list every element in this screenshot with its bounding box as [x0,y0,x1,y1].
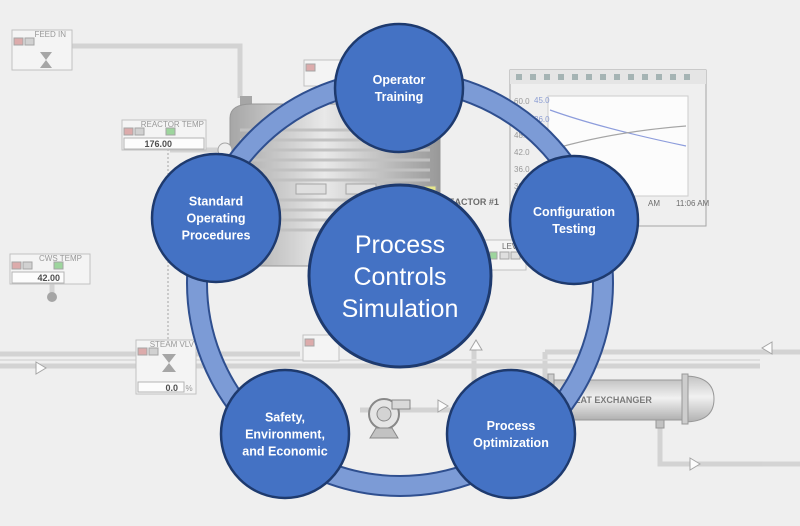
node-circle [445,368,577,500]
node-safety-environment-economic: Safety, Environment, and Economic [219,368,351,500]
valve-icon [162,354,176,363]
reactor-temp-faceplate: REACTOR TEMP 176.00 [121,119,207,151]
node-label-line: Environment, [245,428,325,442]
node-label-line: Procedures [182,229,251,243]
sensor-icon [47,292,57,302]
reactor-temp-label: REACTOR TEMP [141,120,204,129]
flow-arrow-icon [35,361,47,375]
toolbar-icon [516,74,690,80]
trend-line [549,109,687,147]
node-circle [219,368,351,500]
steam-vlv-unit: % [185,384,192,393]
center-circle [307,183,493,369]
center-label-line: Simulation [342,295,459,323]
node-label-line: Process [487,419,536,433]
heat-exchanger-label: HEAT EXCHANGER [568,395,652,405]
trend-axis-label: 48.0 [514,131,530,140]
node-circle [333,22,465,154]
flow-arrow-icon [437,399,449,413]
feed-in-label: FEED IN [34,30,66,39]
center-label-line: Controls [353,263,446,291]
level-label: LEVE [502,242,522,251]
trend-time-label: AM [648,199,660,208]
flow-arrow-icon [761,341,773,355]
node-label-line: Operating [186,212,245,226]
cws-temp-label: CWS TEMP [39,254,82,263]
trend-axis-label: 60.0 [514,97,530,106]
node-label-line: Safety, [265,411,305,425]
pump-icon [368,398,411,439]
feed-in-faceplate: FEED IN [11,29,73,71]
steam-vlv-value: 0.0 [165,383,178,393]
flow-arrow-icon [689,457,701,471]
steam-vlv-faceplate: STEAM VLV 0.0 % [135,339,197,395]
node-label-line: Optimization [473,436,549,450]
trend-axis-label: 36.0 [514,165,530,174]
node-circle [508,154,640,286]
node-label-line: Testing [552,222,596,236]
node-label-line: Training [375,90,424,104]
trend-mid-value: 36.0 [534,115,550,124]
cws-temp-value: 42.00 [37,273,60,283]
node-label-line: Operator [373,73,426,87]
steam-vlv-label: STEAM VLV [150,340,195,349]
node-label-line: Configuration [533,205,615,219]
node-label-line: Standard [189,195,243,209]
reactor-temp-value: 176.00 [144,139,172,149]
reactor-label: REACTOR #1 [442,197,499,207]
trend-time-label: 11:06 AM [676,199,710,208]
flow-arrow-icon [469,339,483,351]
node-label-line: and Economic [242,445,327,459]
center-label-line: Process [355,231,445,259]
nodes-layer: OperatorTrainingConfigurationTestingProc… [150,22,640,500]
cws-temp-faceplate: CWS TEMP 42.00 [9,253,91,302]
node-circle [150,152,282,284]
trend-top-value: 45.0 [534,96,550,105]
trend-axis-label: 42.0 [514,148,530,157]
